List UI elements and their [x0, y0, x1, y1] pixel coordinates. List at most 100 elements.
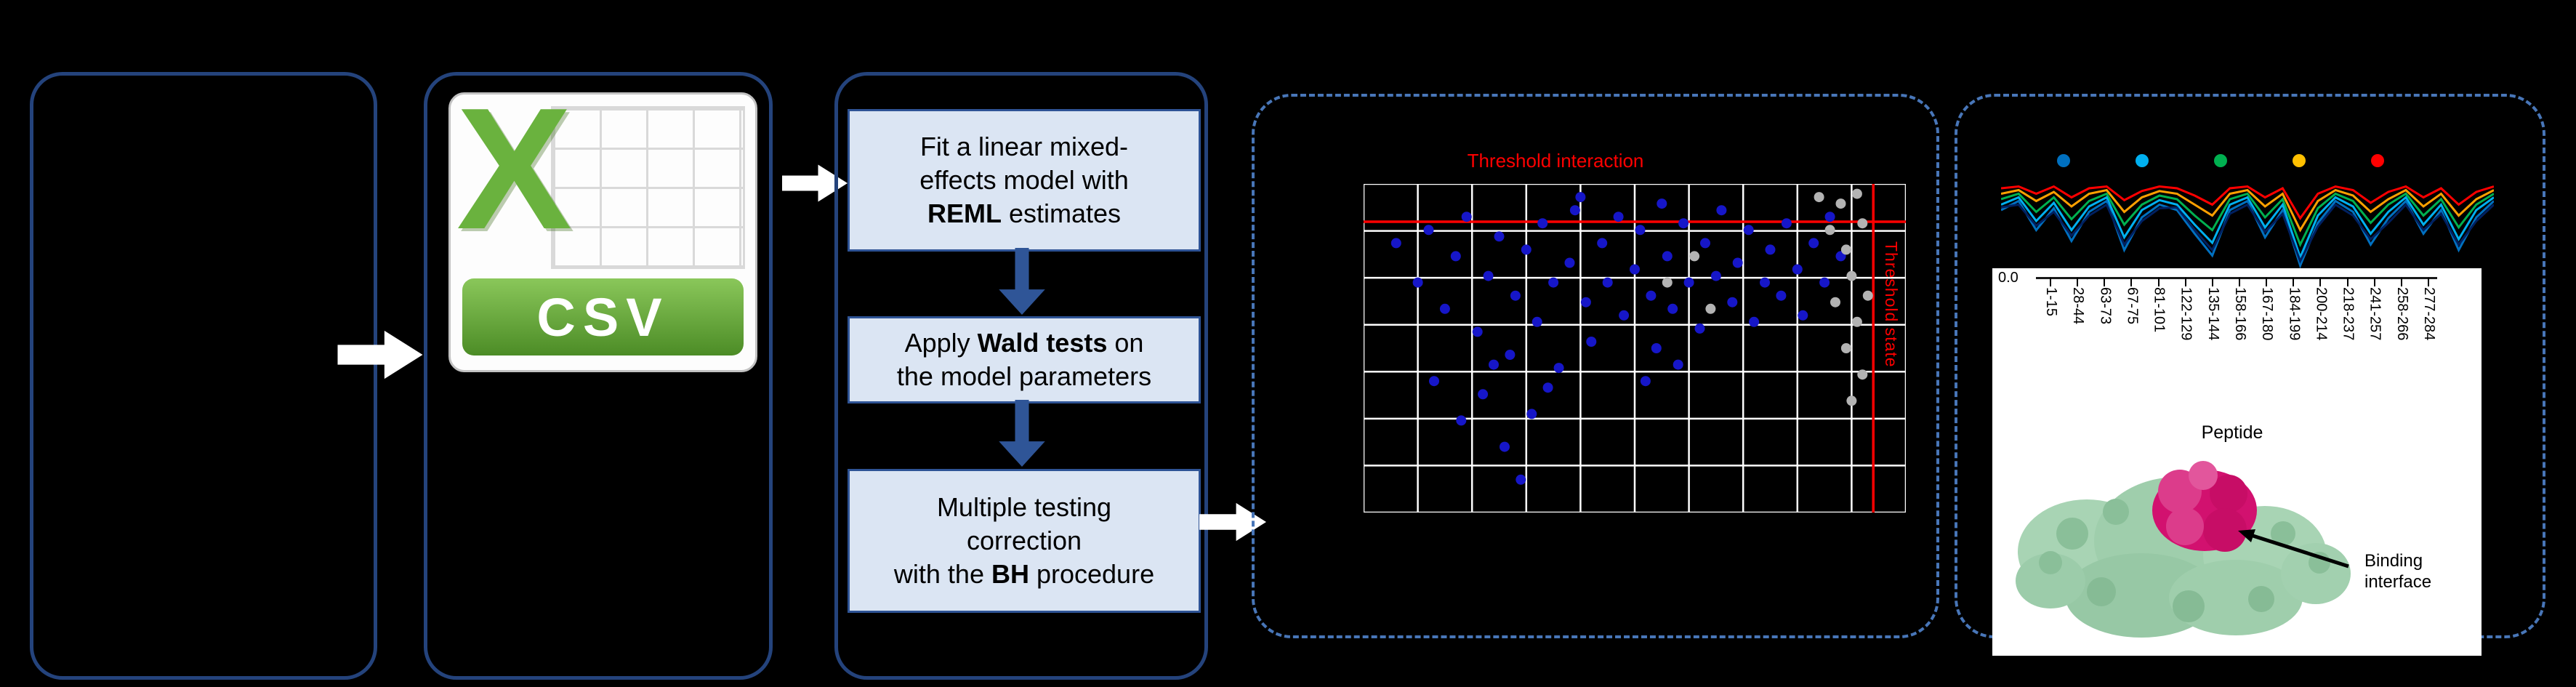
flow-arrow-2-shape	[782, 164, 848, 202]
flow-arrow-2	[782, 164, 848, 202]
scatter-point	[1537, 218, 1548, 229]
scatter-points	[1390, 188, 1873, 485]
scatter-point	[1526, 409, 1537, 419]
method-box-bh: Multiple testing correction with the BH …	[848, 469, 1201, 613]
text-post: procedure	[1029, 559, 1155, 589]
binding-interface-label: Binding interface	[2364, 551, 2432, 592]
scatter-point	[1564, 257, 1575, 268]
flow-arrow-1	[337, 330, 423, 379]
results-panel	[1252, 94, 1939, 638]
csv-file-icon: X CSV	[448, 73, 757, 372]
scatter-point	[1586, 337, 1597, 347]
x-tick-label: 200-214	[2313, 287, 2330, 341]
scatter-point	[1824, 212, 1835, 222]
x-tick-label: 63-73	[2097, 287, 2114, 325]
scatter-point	[1678, 218, 1689, 229]
scatter-point	[1542, 382, 1553, 393]
binding-interface-arrow	[2238, 529, 2349, 569]
uptake-series-line	[2001, 196, 2494, 261]
scatter-point	[1851, 188, 1862, 199]
flow-arrow-3-shape	[1199, 502, 1266, 542]
scatter-point	[1727, 297, 1738, 308]
scatter-point	[1765, 244, 1776, 255]
condition-legend-dots	[2057, 154, 2384, 167]
scatter-point	[1597, 238, 1608, 249]
scatter-point	[1776, 290, 1787, 301]
method-step-box	[834, 72, 1208, 680]
scatter-point	[1857, 218, 1868, 229]
input-step-box	[30, 72, 377, 680]
csv-page: X CSV	[448, 73, 757, 372]
x-tick-label: 241-257	[2367, 287, 2383, 341]
scatter-point	[1456, 415, 1467, 426]
scatter-point	[1423, 225, 1434, 236]
method-arrow-2-shape	[999, 400, 1045, 467]
flow-arrow-3	[1199, 502, 1266, 542]
method-arrow-1	[999, 248, 1045, 315]
threshold-state-label: Threshold state	[1882, 241, 1901, 368]
csv-step-box	[424, 72, 773, 680]
y-axis-tick: 0.0	[1998, 270, 2018, 286]
scatter-point	[1657, 198, 1667, 209]
uptake-series-line	[2001, 192, 2494, 248]
scatter-point	[1840, 244, 1851, 255]
x-tick-mark	[2130, 278, 2133, 286]
method-arrow-1-shape	[999, 248, 1045, 315]
scatter-point	[1732, 257, 1743, 268]
scatter-point	[1602, 277, 1613, 288]
method-box-reml: Fit a linear mixed- effects model with R…	[848, 109, 1201, 252]
x-tick-mark	[2373, 278, 2375, 286]
scatter-point	[1700, 238, 1710, 249]
scatter-point	[1630, 264, 1640, 275]
plot-gridlines	[1364, 184, 1906, 513]
x-tick-label: 258-266	[2394, 287, 2410, 341]
scatter-point	[1461, 212, 1472, 222]
text-pre: Fit a linear mixed- effects model with	[919, 132, 1129, 195]
threshold-interaction-label: Threshold interaction	[1467, 150, 1644, 172]
x-tick-label: 184-199	[2286, 287, 2303, 341]
x-tick-label: 28-44	[2070, 287, 2087, 325]
csv-banner-label: CSV	[536, 286, 669, 347]
method-box-wald: Apply Wald tests on the model parameters	[848, 316, 1201, 403]
scatter-point	[1575, 192, 1586, 203]
scatter-point	[1478, 389, 1489, 400]
x-tick-label: 277-284	[2420, 287, 2437, 341]
scatter-point	[1500, 441, 1510, 452]
scatter-point	[1613, 212, 1624, 222]
scatter-point	[1683, 277, 1694, 288]
scatter-point	[1857, 369, 1868, 380]
method-bold-term: Wald tests	[977, 328, 1108, 358]
text-pre: Multiple testing correction with the	[893, 492, 1112, 589]
x-axis-title: Peptide	[2201, 422, 2263, 443]
x-tick-mark	[2293, 278, 2295, 286]
x-axis-line	[2036, 277, 2437, 279]
scatter-point	[1662, 251, 1673, 262]
x-tick-mark	[2157, 278, 2160, 286]
scatter-point	[1472, 326, 1483, 337]
protein-structure	[2016, 461, 2351, 638]
scatter-point	[1808, 238, 1819, 249]
uptake-lines	[2001, 185, 2494, 268]
method-bold-term: REML	[927, 198, 1002, 228]
x-tick-mark	[2238, 278, 2240, 286]
scatter-point	[1662, 277, 1673, 288]
method-box-wald-text: Apply Wald tests on the model parameters	[897, 326, 1151, 393]
x-tick-label: 122-129	[2178, 287, 2194, 341]
x-tick-mark	[2050, 278, 2051, 286]
scatter-point	[1814, 192, 1824, 203]
scatter-point	[1689, 251, 1700, 262]
excel-x-letter: X	[456, 73, 572, 265]
scatter-point	[1667, 303, 1678, 314]
x-tick-mark	[2346, 278, 2348, 286]
scatter-point	[1494, 231, 1505, 242]
uptake-line-chart	[2001, 185, 2494, 268]
x-tick-mark	[2077, 278, 2079, 286]
scatter-point	[1673, 359, 1683, 370]
scatter-point	[1705, 303, 1716, 314]
text-post: estimates	[1001, 198, 1122, 228]
uptake-series-line	[2001, 188, 2494, 233]
scatter-point	[1516, 474, 1526, 485]
scatter-point	[1483, 270, 1494, 281]
text-pre: Apply	[904, 328, 978, 358]
